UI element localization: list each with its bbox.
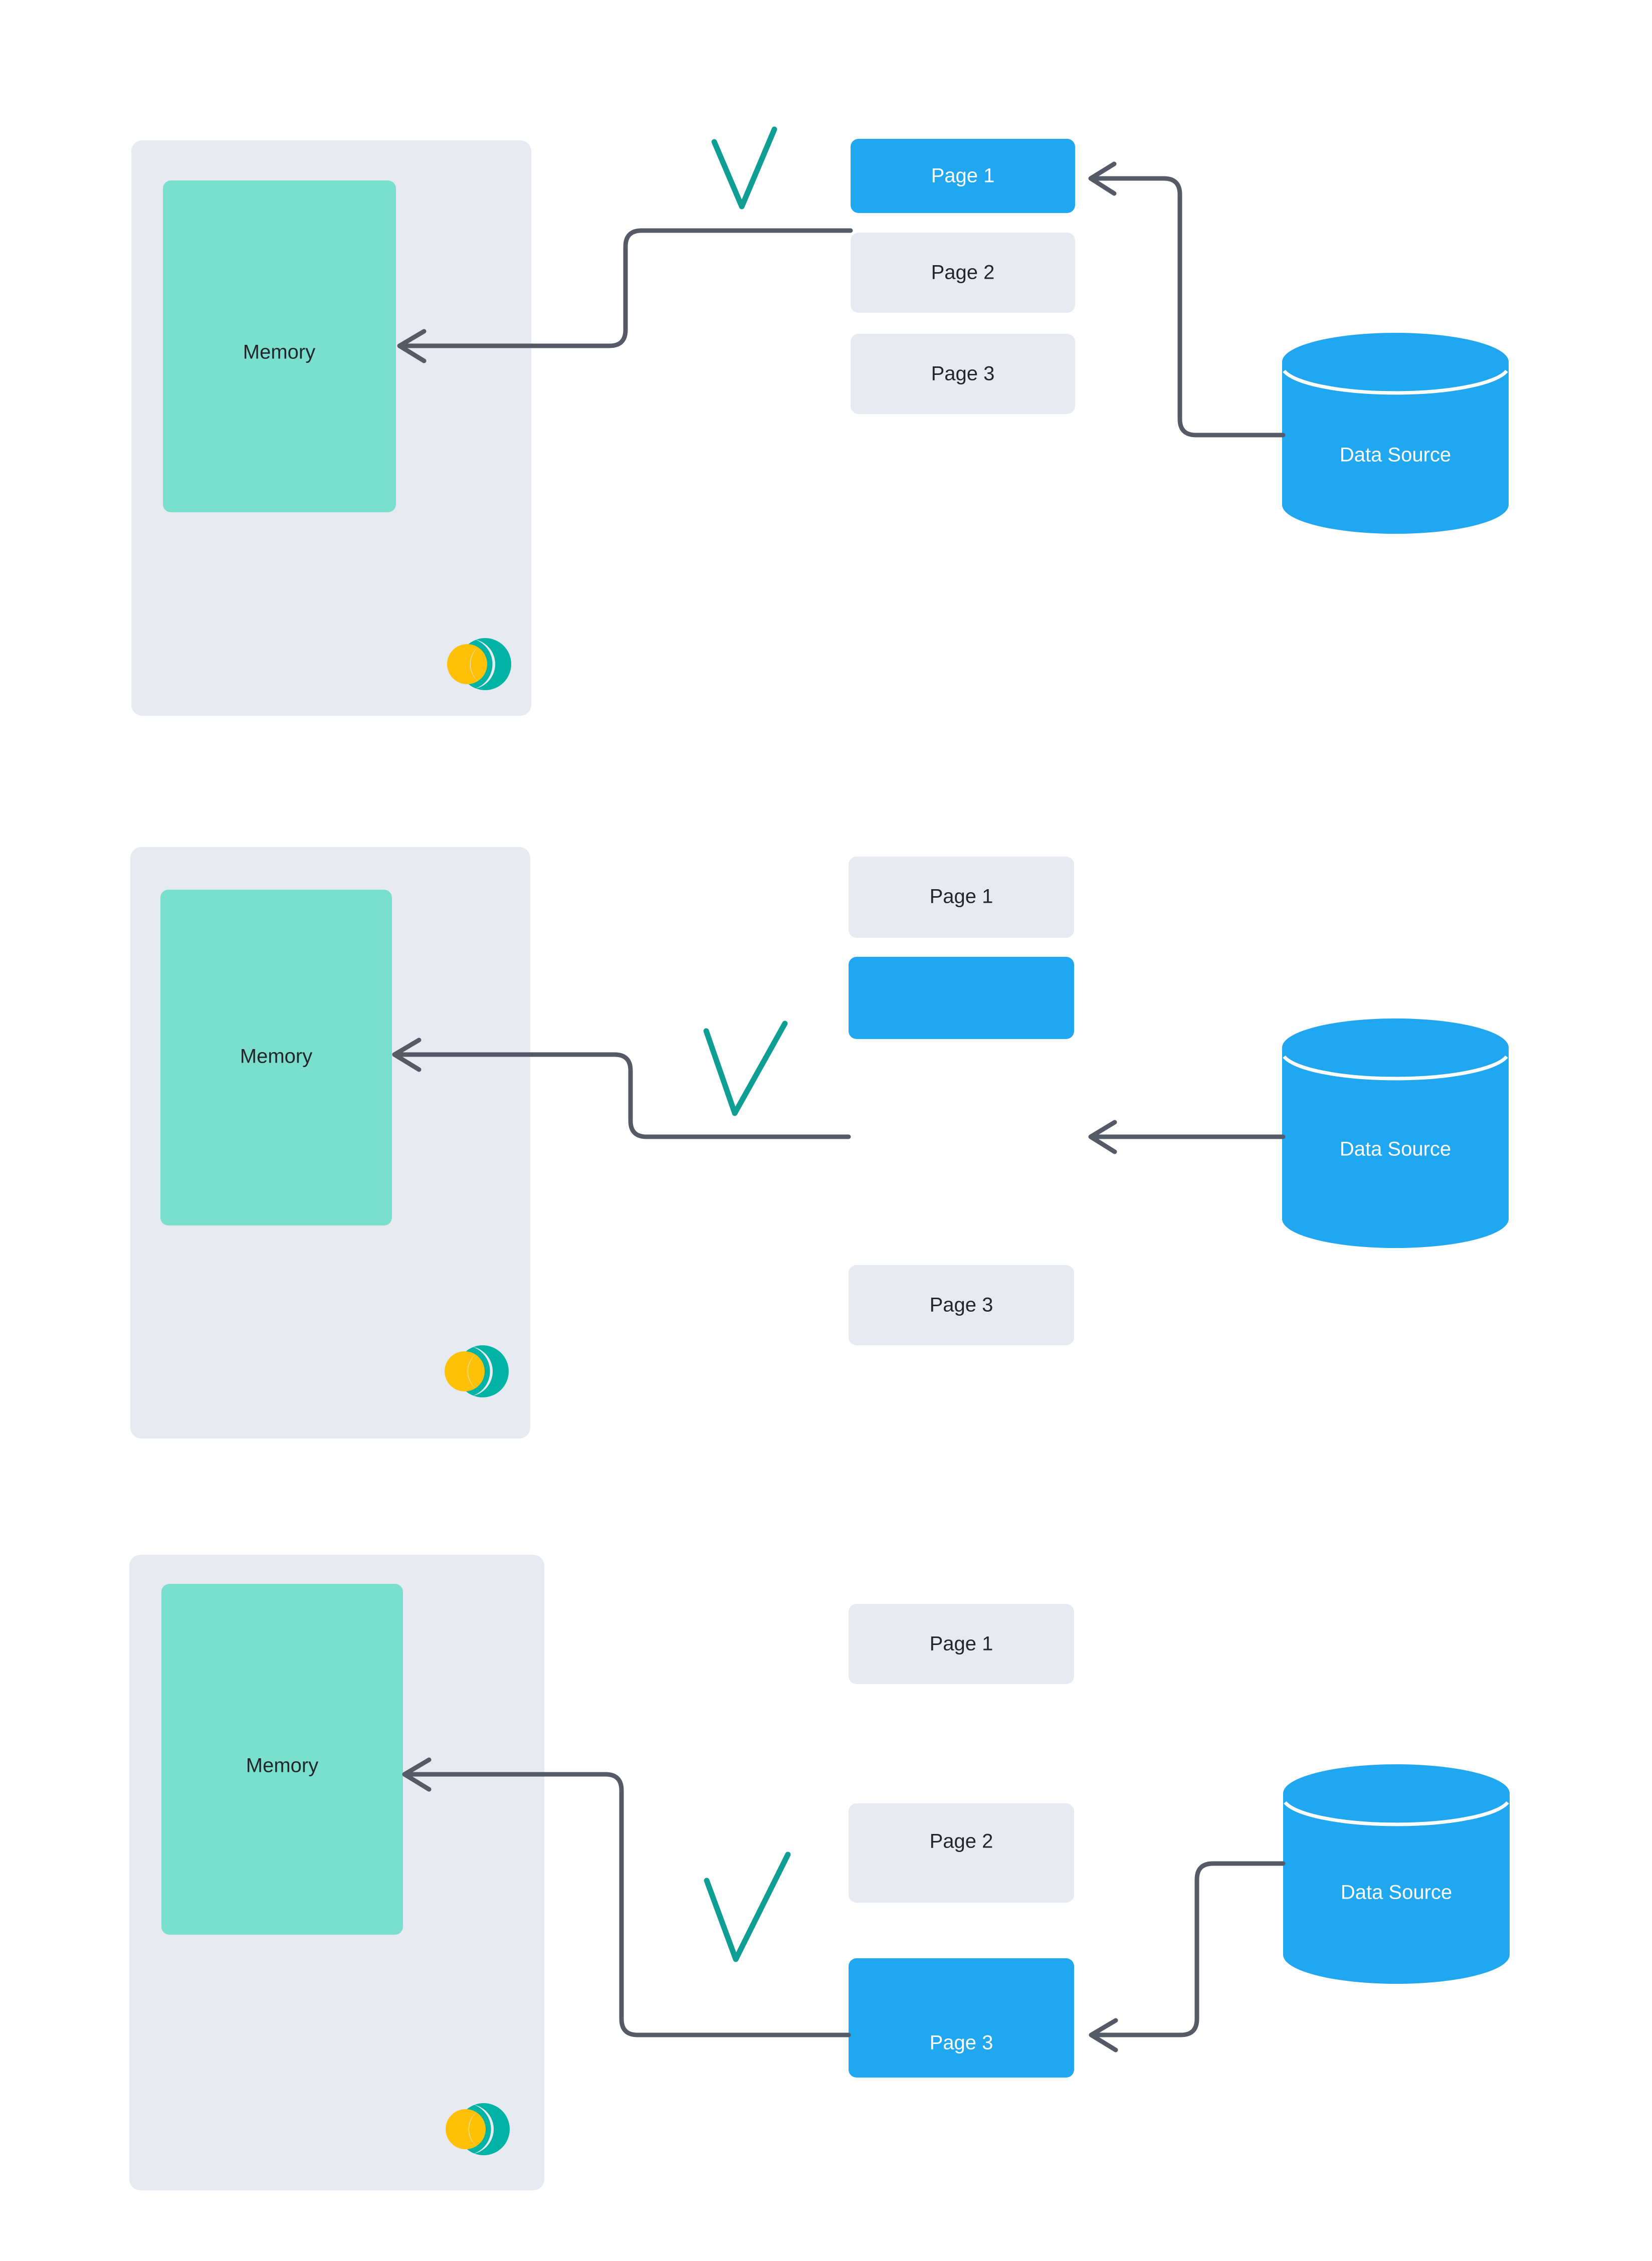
panel-3-connector-page-to-memory [403, 1772, 851, 2037]
panel-3-arrowhead-memory [402, 1757, 432, 1792]
panel-3-data-source-label: Data Source [1341, 1882, 1452, 1904]
panel-2-connector-page-to-memory [393, 1052, 851, 1139]
panel-3-page-1-box[interactable] [849, 1604, 1074, 1684]
panel-3-page-1-label: Page 1 [930, 1633, 993, 1655]
panel-1-brand-logo-icon [447, 638, 511, 690]
panel-1-page-2-box[interactable] [851, 233, 1075, 313]
panel-3-memory-box[interactable] [161, 1584, 403, 1935]
panel-2-brand-logo-icon [445, 1345, 509, 1397]
panel-3-page-3-label: Page 3 [930, 2032, 993, 2054]
panel-3-arrowhead-page-3 [1089, 2018, 1118, 2052]
panel-1-connector-source-to-page [1089, 176, 1286, 438]
panel-2-data-source[interactable] [1282, 1018, 1509, 1248]
panel-3-page-2-box[interactable] [849, 1803, 1074, 1903]
panel-1-page-1-label: Page 1 [931, 165, 995, 187]
panel-3-memory-label: Memory [246, 1755, 318, 1777]
panel-1-page-2-label: Page 2 [931, 262, 995, 284]
panel-1-data-source-label: Data Source [1340, 444, 1451, 466]
panel-2-page-2-label: Page 2 [930, 1126, 993, 1148]
panel-1-arrowhead-page-1 [1088, 161, 1117, 196]
panel-1-memory-label: Memory [243, 341, 315, 363]
panel-3-brand-logo-icon [446, 2103, 510, 2155]
panel-2-data-source-label: Data Source [1340, 1138, 1451, 1160]
panel-2-memory-label: Memory [240, 1046, 312, 1068]
panel-3-data-source[interactable] [1283, 1764, 1510, 1984]
panel-2-arrowhead-memory [392, 1038, 422, 1072]
panel-3-page-2-label: Page 2 [930, 1830, 993, 1853]
panel-2-page-3-label: Page 3 [930, 1294, 993, 1316]
panel-3-check-icon [704, 1852, 791, 1962]
panel-2-arrowhead-page-2 [1088, 1120, 1117, 1154]
panel-1-memory-box[interactable] [163, 180, 396, 512]
panel-2-page-3-box[interactable] [849, 1265, 1074, 1345]
panel-2-page-1-box[interactable] [849, 857, 1074, 938]
panel-3-connector-source-to-page [1090, 1861, 1286, 2037]
panel-1-arrowhead-memory [397, 329, 427, 363]
panel-3-page-3-box[interactable] [849, 1958, 1074, 2078]
panel-2-page-1-label: Page 1 [930, 886, 993, 908]
panel-2-memory-box[interactable] [160, 890, 392, 1225]
panel-1-page-3-label: Page 3 [931, 363, 995, 385]
panel-2-page-2-box[interactable] [849, 957, 1074, 1039]
panel-1-data-source[interactable] [1282, 333, 1509, 534]
panel-1-page-3-box[interactable] [851, 334, 1075, 414]
panel-1-connector-page-to-memory [398, 228, 853, 348]
panel-2-check-icon [703, 1020, 788, 1116]
panel-1-check-icon [711, 126, 777, 210]
panel-1-page-1-box[interactable] [851, 139, 1075, 213]
